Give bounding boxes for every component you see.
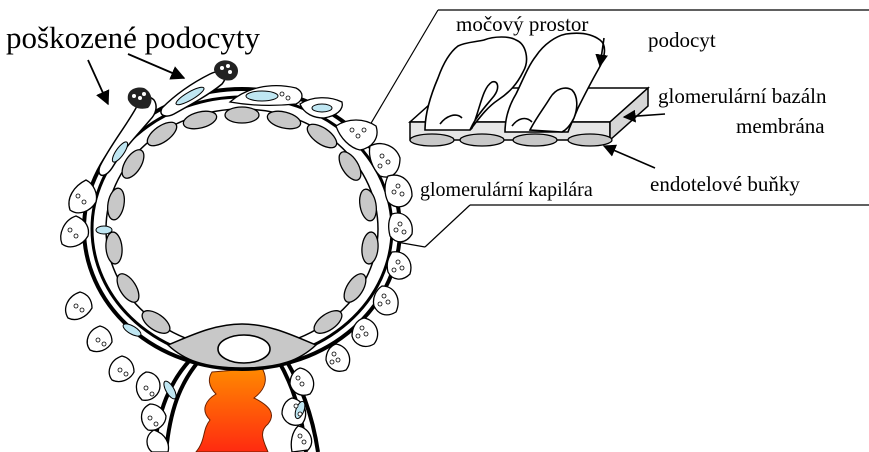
gbm-label-line2: membrána (736, 116, 825, 137)
glomerular-capillary-label: glomerulární kapilára (420, 180, 593, 200)
urinary-space-label: močový prostor (456, 14, 588, 35)
endothelial-cells-label: endotelové buňky (650, 174, 800, 195)
damaged-podocytes-label: poškozené podocyty (6, 22, 260, 53)
blood-vessel (196, 368, 272, 452)
podocyte-label: podocyt (648, 30, 716, 51)
gbm-label-line1: glomerulární bazáln (658, 86, 827, 107)
